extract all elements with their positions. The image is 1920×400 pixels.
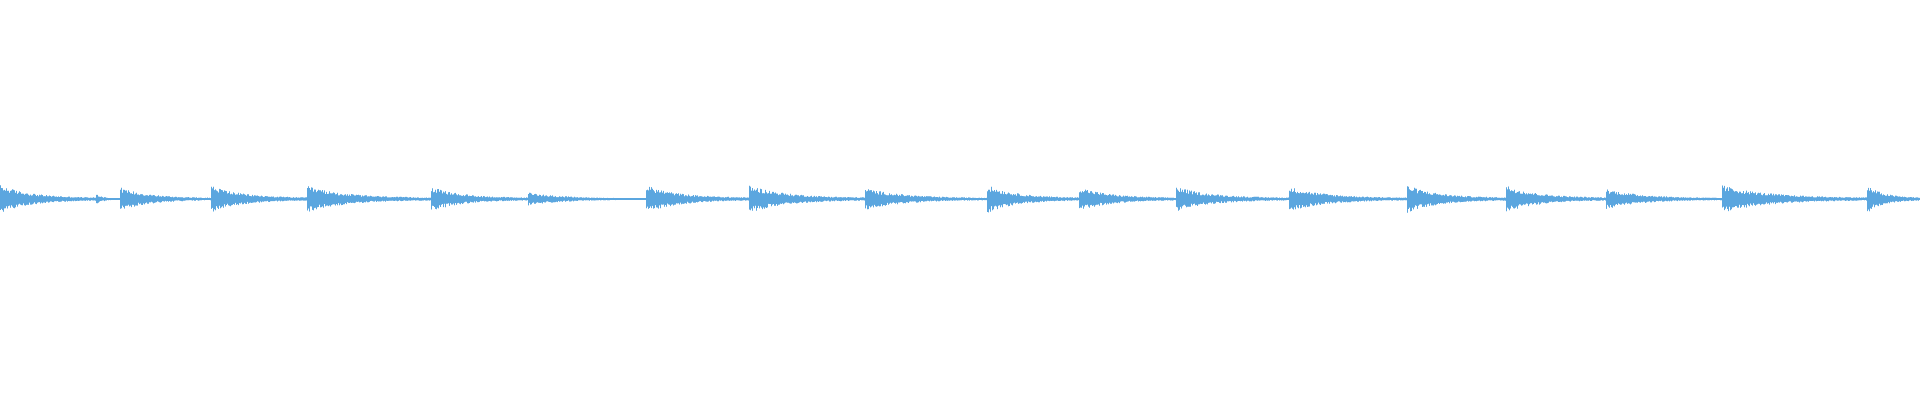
waveform-svg[interactable] (0, 0, 1920, 400)
audio-waveform[interactable] (0, 0, 1920, 400)
